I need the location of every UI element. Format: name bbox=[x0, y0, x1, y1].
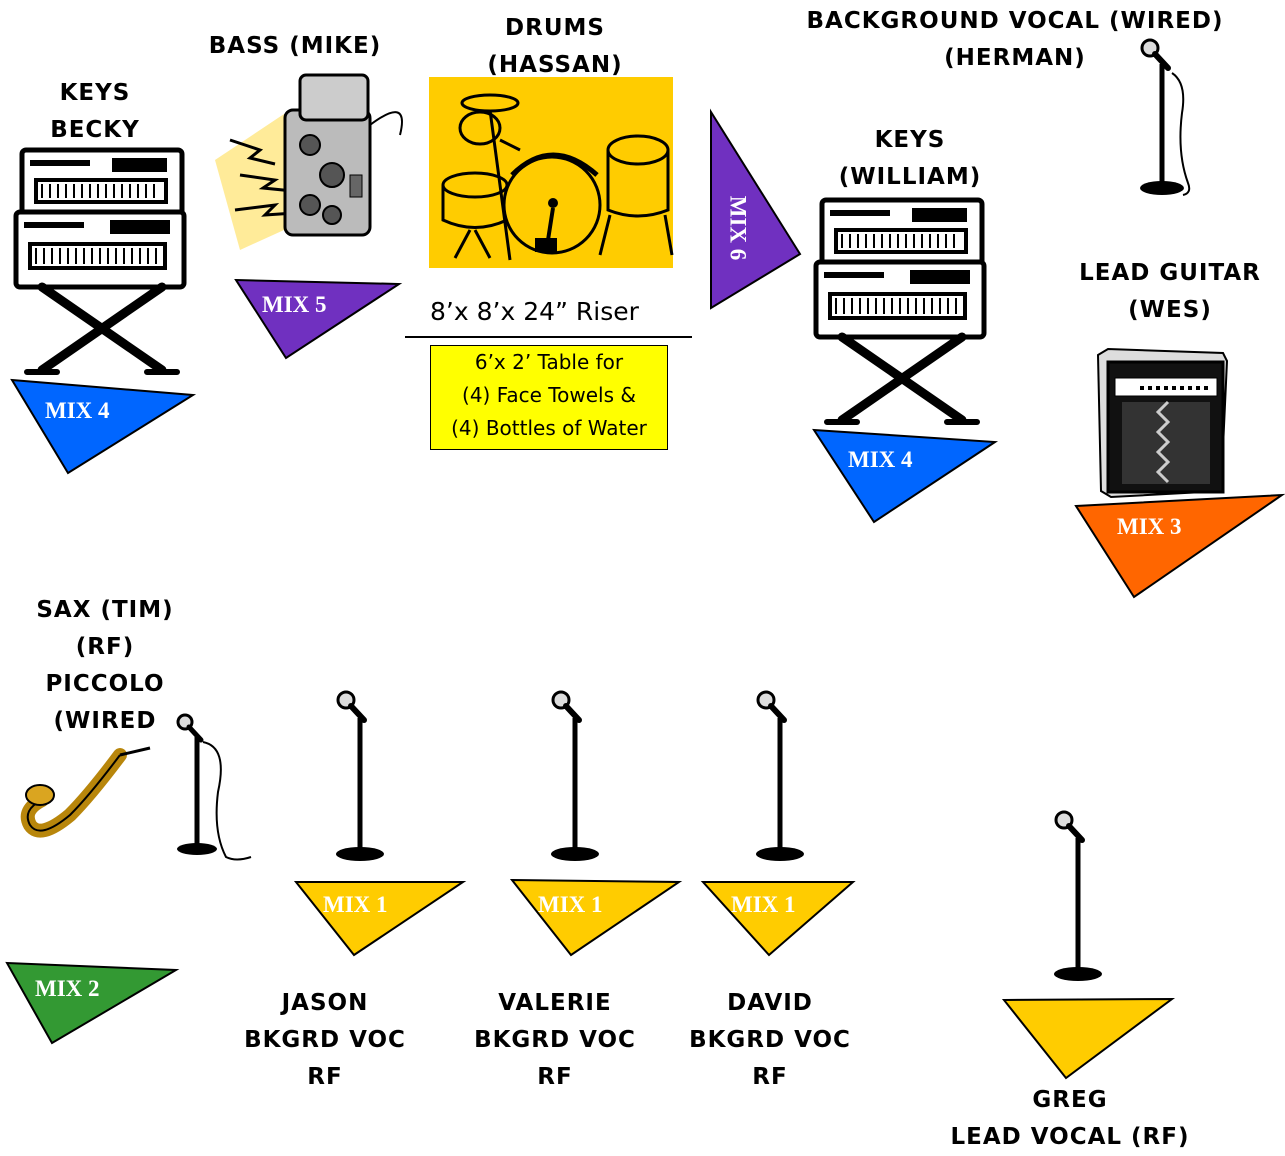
label-keys-william: KEYS(WILLIAM) bbox=[838, 127, 982, 190]
mix-3-wedge-guitar bbox=[1074, 493, 1285, 599]
table-note: 6’x 2’ Table for(4) Face Towels &(4) Bot… bbox=[430, 345, 668, 450]
label-sax: SAX (TIM)(RF) PICCOLO(WIRED bbox=[36, 597, 174, 734]
mix-label-lead-guitar: MIX 3 bbox=[1117, 514, 1182, 539]
mix-label-jason: MIX 1 bbox=[323, 892, 388, 917]
mix-label-drums: MIX 6 bbox=[725, 195, 751, 261]
mic-stand-icon bbox=[551, 692, 599, 861]
label-drums: DRUMS(HASSAN) bbox=[487, 15, 623, 78]
mic-stand-icon bbox=[176, 713, 252, 861]
saxophone-icon bbox=[20, 746, 151, 838]
mix-5-wedge-bass bbox=[234, 278, 403, 360]
mic-stand-icon bbox=[756, 692, 804, 861]
label-bass: BASS (MIKE) bbox=[208, 33, 382, 59]
mix-1-wedge-david bbox=[700, 881, 856, 957]
mix-label-bass: MIX 5 bbox=[262, 292, 327, 317]
keyboard-stand-icon bbox=[816, 200, 984, 422]
mic-stand-icon bbox=[1140, 38, 1191, 196]
mix-1-wedge-jason bbox=[293, 881, 467, 957]
mix-label-sax: MIX 2 bbox=[35, 976, 100, 1001]
guitar-amp-icon bbox=[1096, 347, 1229, 499]
drum-kit-icon bbox=[429, 77, 674, 268]
mix-6-wedge-drums bbox=[710, 108, 802, 310]
mix-2-wedge-sax bbox=[5, 961, 180, 1045]
mic-stand-icon bbox=[336, 692, 384, 861]
mix-1-wedge-valerie bbox=[509, 878, 683, 957]
riser-label: 8’x 8’x 24” Riser bbox=[430, 297, 639, 326]
mix-label-valerie: MIX 1 bbox=[538, 892, 603, 917]
mix-label-keys-william: MIX 4 bbox=[848, 447, 913, 472]
label-background-vocal: BACKGROUND VOCAL (WIRED)(HERMAN) bbox=[806, 8, 1224, 71]
mic-stand-icon bbox=[1054, 812, 1102, 981]
mix-4-wedge-william bbox=[812, 428, 999, 524]
keyboard-stand-icon bbox=[16, 150, 184, 372]
label-lead-guitar: LEAD GUITAR(WES) bbox=[1079, 260, 1261, 323]
mix-label-david: MIX 1 bbox=[731, 892, 796, 917]
lead-vocal-wedge bbox=[1001, 997, 1176, 1080]
mix-4-wedge-becky bbox=[10, 378, 197, 475]
mix-label-keys-becky: MIX 4 bbox=[45, 398, 110, 423]
bass-amp-icon bbox=[215, 73, 403, 250]
